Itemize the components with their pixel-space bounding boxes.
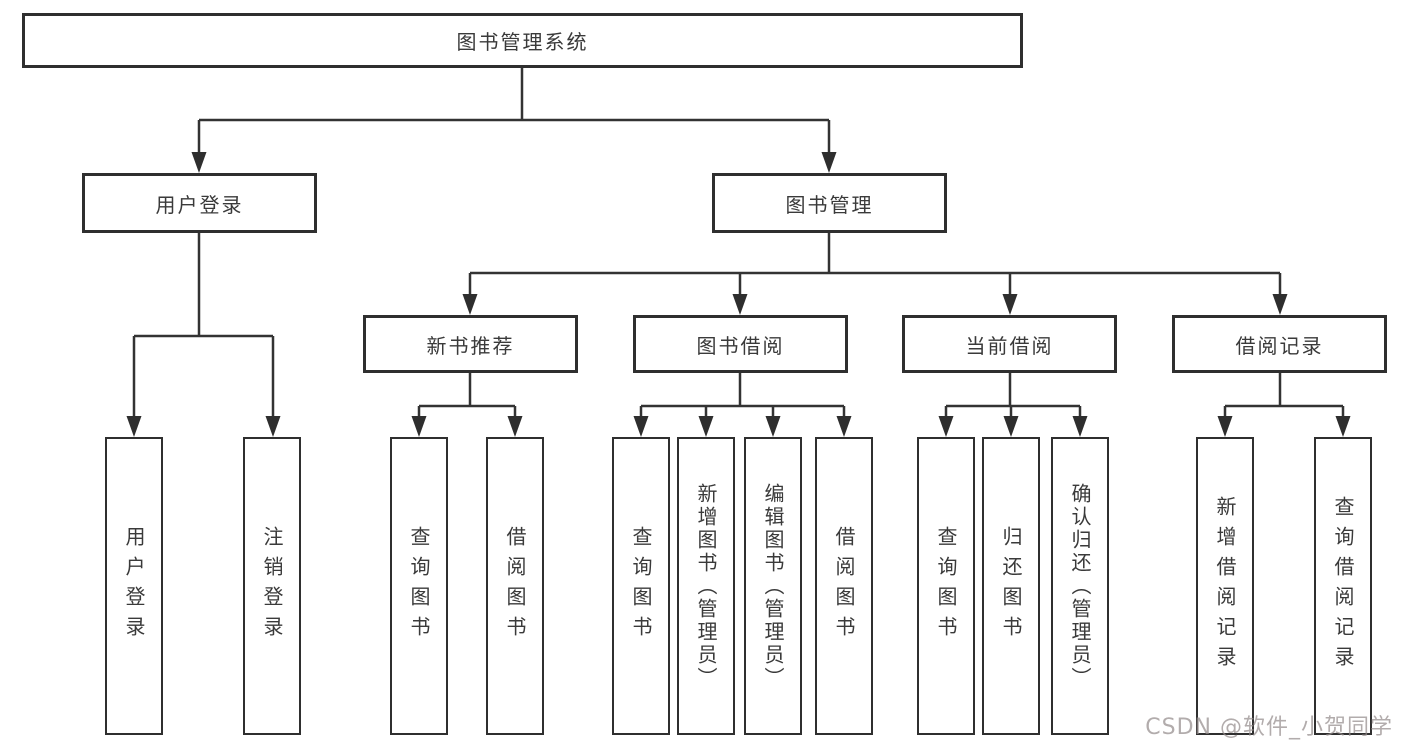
leaf-borrow-books: 借阅图书 [815,437,873,735]
leaf-return-books: 归还图书 [982,437,1040,735]
leaf-confirm-return-admin: 确认归还（管理员） [1051,437,1109,735]
leaf-label: 用户登录 [122,526,146,646]
leaf-query-borrow-record: 查询借阅记录 [1314,437,1372,735]
node-book-borrow: 图书借阅 [633,315,848,373]
leaf-borrow-books-recommend: 借阅图书 [486,437,544,735]
node-root-system: 图书管理系统 [22,13,1023,68]
leaf-logout: 注销登录 [243,437,301,735]
node-current-borrow: 当前借阅 [902,315,1117,373]
leaf-add-borrow-record: 新增借阅记录 [1196,437,1254,735]
leaf-label: 新增借阅记录 [1213,496,1237,676]
leaf-user-login: 用户登录 [105,437,163,735]
leaf-label: 归还图书 [999,526,1023,646]
leaf-query-books-recommend: 查询图书 [390,437,448,735]
leaf-add-books-admin: 新增图书（管理员） [677,437,735,735]
node-book-management: 图书管理 [712,173,947,233]
leaf-label: 借阅图书 [503,526,527,646]
leaf-label: 查询图书 [934,526,958,646]
leaf-label: 查询图书 [629,526,653,646]
csdn-watermark: CSDN @软件_小贺同学 [1145,715,1393,740]
node-borrow-records: 借阅记录 [1172,315,1387,373]
leaf-label: 查询图书 [407,526,431,646]
leaf-label: 查询借阅记录 [1331,496,1355,676]
leaf-query-books-borrow: 查询图书 [612,437,670,735]
node-new-book-recommend: 新书推荐 [363,315,578,373]
leaf-label: 确认归还（管理员） [1068,482,1092,690]
leaf-edit-books-admin: 编辑图书（管理员） [744,437,802,735]
leaf-label: 新增图书（管理员） [694,482,718,690]
leaf-label: 注销登录 [260,526,284,646]
leaf-label: 编辑图书（管理员） [761,482,785,690]
leaf-query-books-current: 查询图书 [917,437,975,735]
node-user-login: 用户登录 [82,173,317,233]
leaf-label: 借阅图书 [832,526,856,646]
